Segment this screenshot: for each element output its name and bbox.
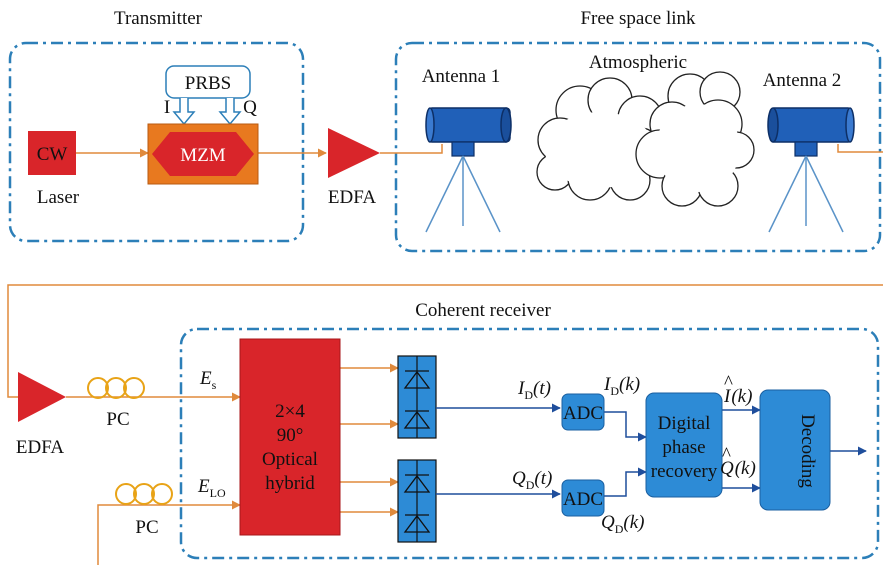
prbs-block [165, 65, 251, 99]
pc1-label: PC [106, 409, 129, 430]
fiber-return-path [7, 284, 883, 398]
signal-id-k [604, 411, 647, 442]
free-space-frame [394, 41, 882, 253]
antenna1-label: Antenna 1 [422, 66, 501, 87]
fiber-antenna2-out [837, 144, 883, 153]
qhat-label: Q(k) [720, 458, 756, 479]
id-t-label: ID(t) [517, 378, 551, 402]
adc2-label: ADC [563, 489, 603, 510]
dpr-line-1: Digital [658, 413, 711, 434]
edfa-rx-label: EDFA [16, 437, 64, 458]
pc1-icon [87, 377, 145, 399]
id-k-label: ID(k) [603, 374, 640, 398]
adc2-block [561, 479, 605, 517]
elo-label: ELO [197, 476, 226, 500]
ihat-label: I(k) [723, 386, 752, 407]
qd-k-label: QD(k) [601, 512, 645, 536]
free-space-title: Free space link [580, 8, 696, 29]
edfa-tx-label: EDFA [328, 187, 376, 208]
receiver-frame [179, 327, 880, 560]
adc1-label: ADC [563, 403, 603, 424]
mzm-label: MZM [180, 145, 226, 166]
prbs-label: PRBS [185, 73, 231, 94]
cloud-right [635, 71, 755, 207]
edfa-tx-icon [328, 128, 380, 178]
phase-recovery-block [645, 392, 723, 498]
qhat-hat: ^ [722, 444, 731, 465]
pc2-label: PC [135, 517, 158, 538]
fiber-edfa-antenna1 [380, 144, 443, 154]
decoding-block [759, 389, 831, 511]
antenna1-icon [425, 107, 512, 233]
laser-label: Laser [37, 187, 80, 208]
adc1-block [561, 393, 605, 431]
hybrid-line-4: hybrid [265, 473, 315, 494]
mzm-inner [152, 132, 254, 176]
antenna2-icon [767, 107, 855, 233]
i-label: I [164, 97, 170, 118]
dpr-line-3: recovery [651, 461, 718, 482]
cw-laser-block [28, 131, 76, 175]
edfa-rx-icon [18, 372, 66, 422]
hybrid-line-2: 90° [277, 425, 304, 446]
dpr-line-2: phase [662, 437, 705, 458]
hybrid-line-1: 2×4 [275, 401, 305, 422]
q-label: Q [243, 97, 257, 118]
cw-label: CW [37, 144, 68, 165]
photodetector-bottom [397, 459, 437, 543]
optical-hybrid-block [239, 338, 341, 536]
prbs-arrow-i [172, 98, 196, 126]
transmitter-frame [8, 41, 305, 243]
ihat-hat: ^ [724, 372, 733, 393]
prbs-arrow-q [218, 98, 242, 126]
cloud-icon [536, 71, 755, 207]
fiber-lo-path [97, 500, 241, 565]
photodetector-top [397, 355, 437, 439]
antenna2-label: Antenna 2 [763, 70, 842, 91]
qd-t-label: QD(t) [512, 468, 552, 492]
es-label: Es [199, 368, 217, 392]
hybrid-line-3: Optical [262, 449, 318, 470]
transmitter-title: Transmitter [114, 8, 203, 29]
atmospheric-label: Atmospheric [589, 52, 687, 73]
signal-qd-k [604, 467, 647, 497]
receiver-title: Coherent receiver [415, 300, 551, 321]
decoding-label: Decoding [797, 414, 818, 488]
pc2-icon [115, 483, 173, 505]
